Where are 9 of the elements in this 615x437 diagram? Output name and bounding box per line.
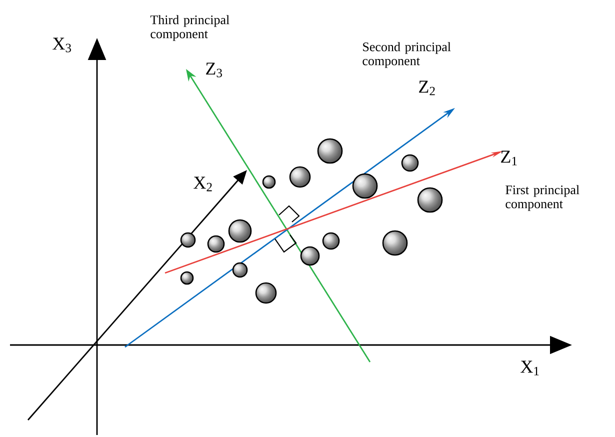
axis-label: X$_{2}$ [194,176,212,192]
component-label: Third principal component [150,15,230,41]
axis-label: X$_{1}$ [520,360,539,376]
axis-label: Z$_{3}$ [206,62,222,78]
axis-label: Z$_{1}$ [501,150,517,166]
axis-label: X$_{3}$ [52,38,71,52]
axis-label: Z$_{2}$ [419,80,435,96]
component-label: First principal component [506,185,580,211]
component-label: Second principal component [362,42,451,68]
